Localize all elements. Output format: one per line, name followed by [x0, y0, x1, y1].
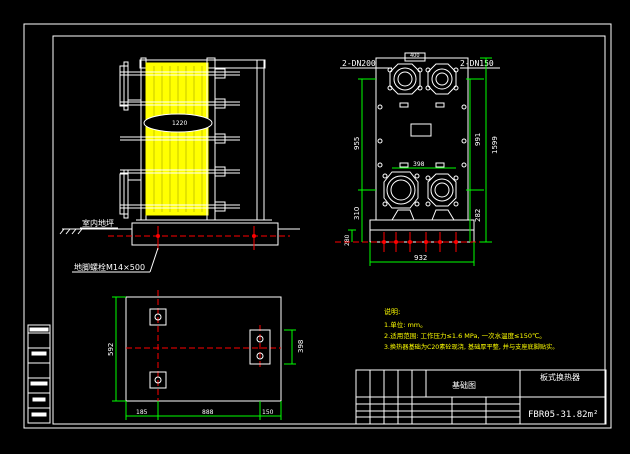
- side-view: 1220 室内地坪 地脚螺栓M14×500: [59, 57, 300, 273]
- dim-right-spacing: 991: [474, 133, 482, 146]
- notes-line-2: 2.适用范围: 工作压力≤1.6 MPa, 一次水温度≤150℃。: [384, 331, 546, 340]
- notes: 说明: 1.单位: mm。 2.适用范围: 工作压力≤1.6 MPa, 一次水温…: [384, 307, 558, 351]
- dim-width: 932: [414, 254, 427, 262]
- dim-bottom-right: 282: [474, 209, 482, 222]
- plate-pack: [145, 62, 209, 216]
- fdn-dim-bottom-left: 185: [136, 409, 148, 416]
- fdn-dim-bottom-mid: 888: [202, 409, 214, 416]
- dim-overall-height: 1599: [491, 136, 499, 154]
- fdn-dim-height: 592: [107, 343, 115, 356]
- dim-bottom-left: 310: [353, 207, 361, 220]
- model-number: FBR05-31.82m²: [528, 410, 598, 420]
- dim-left-spacing: 955: [353, 137, 361, 150]
- top-dim: 400: [410, 53, 420, 59]
- foundation-plan: 592 398 185 888 150: [107, 290, 305, 420]
- equipment-name: 板式换热器: [540, 372, 580, 382]
- dim-base: 280: [344, 234, 351, 246]
- drawing-name: 基础图: [452, 380, 476, 390]
- sheet-border: [23, 23, 612, 429]
- notes-line-3: 3.换热器基础为C20素砼现浇, 基础厚平整, 并与支座底脚贴实。: [384, 343, 558, 351]
- revision-column: [27, 324, 51, 424]
- fdn-dim-right: 398: [297, 340, 305, 353]
- bolt-label: 地脚螺栓M14×500: [74, 262, 145, 272]
- inner-frame: [52, 35, 606, 425]
- front-view: 2-DN200 2-DN150 400 955 991 1599 310 282…: [335, 52, 500, 266]
- nozzle-label-left: 2-DN200: [342, 59, 376, 68]
- nozzle-label-right: 2-DN150: [460, 59, 494, 68]
- notes-line-1: 1.单位: mm。: [384, 320, 427, 329]
- dim-center: 398: [413, 161, 425, 168]
- title-block: [355, 369, 607, 425]
- plate-center-label: 1220: [172, 120, 187, 127]
- floor-label: 室内地坪: [82, 218, 114, 228]
- fdn-dim-bottom-right: 150: [262, 409, 274, 416]
- notes-title: 说明:: [384, 307, 400, 316]
